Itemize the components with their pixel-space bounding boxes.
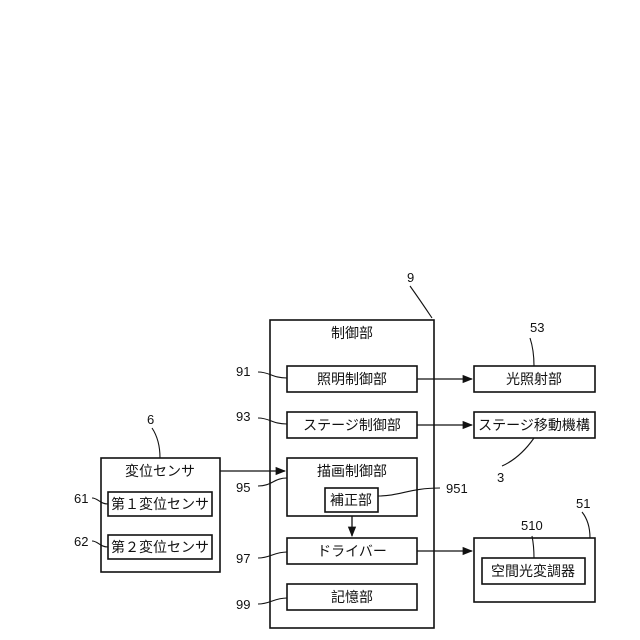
- stage-mechanism-ref: 3: [497, 470, 504, 485]
- stage-mechanism-ref-leader: [502, 438, 534, 466]
- spatial-light-modulator-ref: 510: [521, 518, 543, 533]
- drawing-control-ref: 95: [236, 480, 250, 495]
- light-irradiation-ref-leader: [530, 338, 534, 366]
- sensor-ref-leader: [152, 428, 160, 458]
- first-sensor-label: 第１変位センサ: [111, 496, 209, 513]
- sensor-ref: 6: [147, 412, 154, 427]
- stage-mechanism-label: ステージ移動機構: [478, 418, 590, 434]
- sensor-title: 変位センサ: [125, 463, 195, 480]
- first-sensor-ref: 61: [74, 491, 88, 506]
- correction-label: 補正部: [330, 493, 372, 509]
- correction-ref: 951: [446, 481, 468, 496]
- second-sensor-ref: 62: [74, 534, 88, 549]
- spatial-light-modulator-label: 空間光変調器: [491, 563, 575, 580]
- storage-ref: 99: [236, 597, 250, 612]
- light-irradiation-ref: 53: [530, 320, 544, 335]
- modulator-unit-ref-leader: [582, 512, 590, 538]
- control-unit-ref-leader: [410, 286, 432, 318]
- storage-label: 記憶部: [331, 589, 373, 606]
- control-unit-ref: 9: [407, 270, 414, 285]
- drawing-control-label: 描画制御部: [317, 464, 387, 480]
- illumination-control-label: 照明制御部: [317, 372, 387, 388]
- driver-ref: 97: [236, 551, 250, 566]
- light-irradiation-label: 光照射部: [506, 372, 562, 388]
- illumination-control-ref: 91: [236, 364, 250, 379]
- stage-control-label: ステージ制御部: [303, 418, 401, 434]
- modulator-unit-ref: 51: [576, 496, 590, 511]
- stage-control-ref: 93: [236, 409, 250, 424]
- driver-label: ドライバー: [317, 544, 387, 560]
- control-unit-title: 制御部: [331, 326, 373, 342]
- second-sensor-label: 第２変位センサ: [111, 539, 209, 556]
